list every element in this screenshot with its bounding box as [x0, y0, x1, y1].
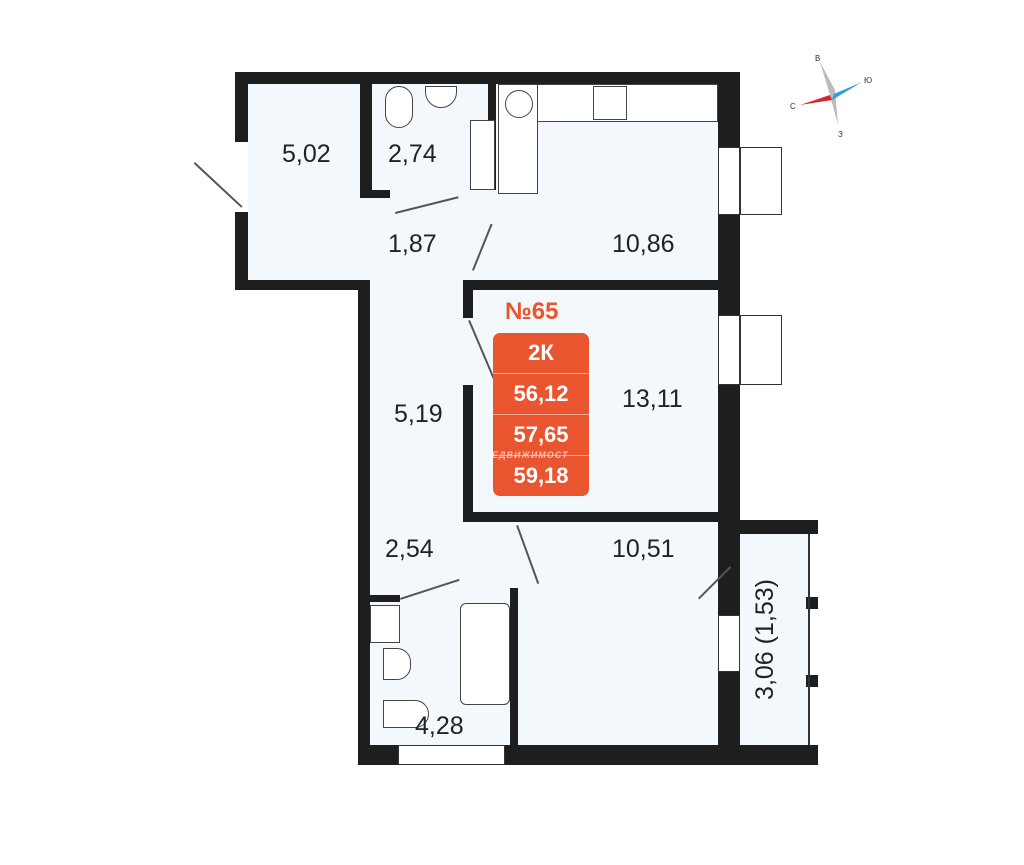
wall [235, 280, 370, 290]
room-area: 3,06 (1,53) [750, 579, 779, 700]
wall [505, 745, 740, 765]
toilet-icon [385, 86, 413, 128]
window [398, 745, 505, 765]
room-area: 13,11 [622, 385, 683, 413]
room-area: 1,87 [388, 230, 437, 258]
wall [463, 280, 718, 290]
compass-icon: В Ю С З [790, 50, 880, 150]
kitchen-sink-icon [505, 90, 533, 118]
window-sill [740, 315, 782, 385]
wall [358, 745, 398, 765]
wall [718, 385, 740, 615]
compass-east: В [815, 54, 821, 63]
shaft [470, 120, 495, 190]
wall [463, 512, 740, 522]
wall [718, 672, 740, 765]
wall [740, 520, 818, 534]
room-area: 2,54 [385, 535, 434, 563]
room-area: 5,19 [394, 400, 443, 428]
apartment-badge: 2К 56,12 57,65 59,18 [493, 333, 589, 496]
compass-west: З [838, 130, 843, 139]
door [193, 162, 243, 208]
balcony-door [718, 615, 740, 672]
room-area: 10,51 [612, 535, 675, 563]
balcony-rail [808, 534, 810, 745]
area-living: 56,12 [493, 374, 589, 415]
wall [463, 290, 473, 318]
wall [235, 72, 740, 84]
bathtub-icon [460, 603, 510, 705]
wall [740, 745, 818, 765]
wall [235, 72, 248, 142]
compass-south: Ю [864, 76, 873, 85]
area-total: 57,65 [493, 415, 589, 456]
watermark: ЕДВИЖИМОСТ [492, 450, 569, 460]
wall [358, 280, 370, 765]
wall [463, 385, 473, 522]
sink-icon [383, 648, 411, 680]
stove-icon [593, 86, 627, 120]
wall [370, 595, 400, 602]
compass-north: С [790, 102, 796, 111]
window [718, 315, 740, 385]
room-area: 4,28 [415, 712, 464, 740]
room-area: 10,86 [612, 230, 675, 258]
room-area: 5,02 [282, 140, 331, 168]
wall [360, 84, 372, 198]
washing-machine-icon [370, 605, 400, 643]
wall [235, 212, 248, 290]
window [718, 147, 740, 215]
wall [718, 72, 740, 147]
wall [718, 215, 740, 315]
wall [510, 588, 518, 745]
wall [360, 190, 390, 198]
window-sill [740, 147, 782, 215]
apartment-number: №65 [505, 298, 559, 325]
area-with-balcony: 59,18 [513, 463, 569, 488]
apartment-type: 2К [493, 333, 589, 374]
balcony-floor [740, 534, 808, 745]
room-area: 2,74 [388, 140, 437, 168]
toilet-icon [383, 700, 429, 728]
